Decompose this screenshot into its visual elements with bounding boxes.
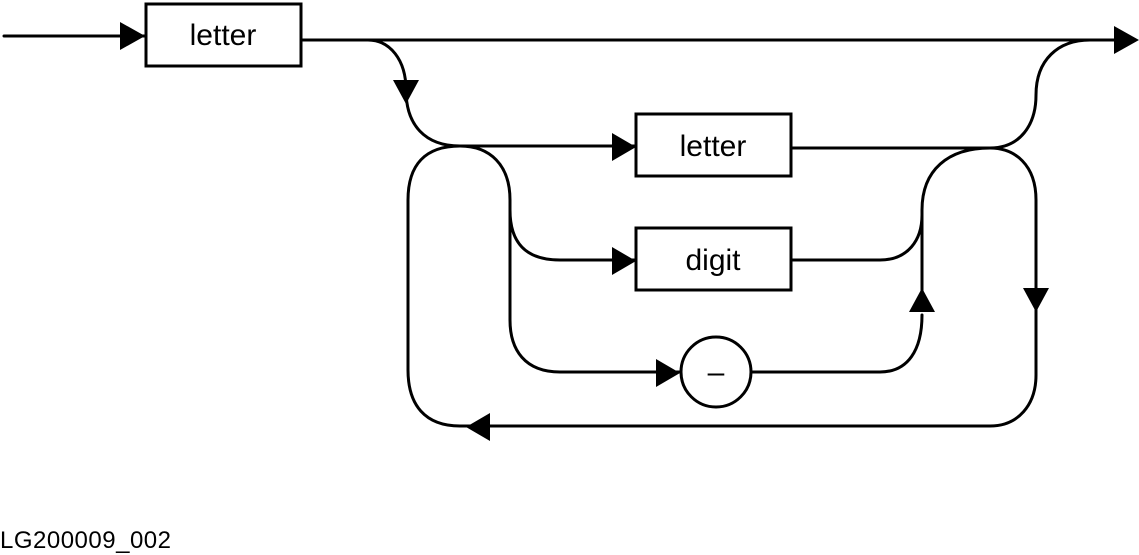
digit-out-line <box>790 213 924 262</box>
distributor-line <box>458 144 682 374</box>
hyphen-terminal <box>679 335 753 409</box>
letter-box-first <box>144 2 303 68</box>
arrow-exit <box>1114 26 1139 54</box>
arrow-to-letter-loop <box>612 133 636 161</box>
collector-line <box>920 146 992 312</box>
figure-caption: LG200009_002 <box>0 527 172 554</box>
arrow-down-right <box>1023 288 1049 312</box>
hyphen-terminal-label: – <box>708 356 725 389</box>
letter-out-line <box>790 38 1092 150</box>
hyphen-out-line <box>750 313 924 374</box>
arrow-back-left <box>466 413 490 441</box>
to-digit-line <box>508 208 638 262</box>
arrow-to-digit <box>612 247 636 275</box>
letter-box-loop-label: letter <box>680 130 747 163</box>
digit-box <box>634 226 793 292</box>
branch-down-line <box>299 38 462 148</box>
arrow-branch-down <box>393 80 419 104</box>
loop-back-left <box>406 144 482 428</box>
loop-back-right <box>488 146 1038 428</box>
arrow-to-letter-first <box>120 22 145 50</box>
letter-box-first-label: letter <box>190 19 257 52</box>
digit-box-label: digit <box>685 244 741 277</box>
letter-box-loop <box>634 112 793 178</box>
arrow-to-hyphen <box>656 359 680 387</box>
arrow-up-collector <box>909 288 935 312</box>
